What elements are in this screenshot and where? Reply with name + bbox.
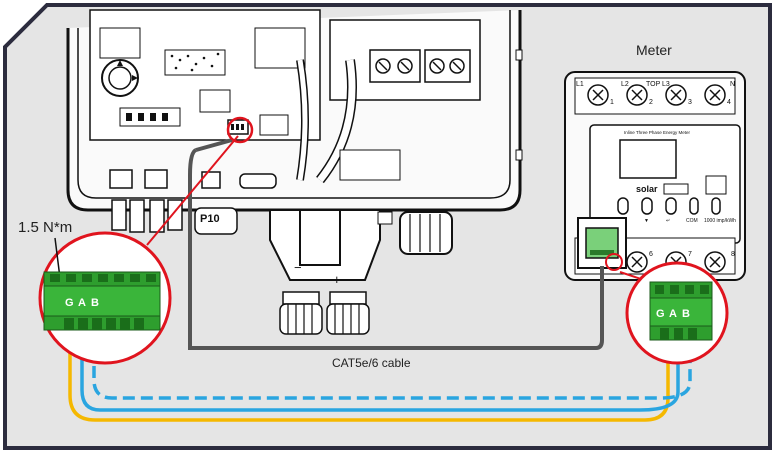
pv-plus-label: + (333, 272, 341, 287)
meter-button-enter-label: ↵ (666, 218, 670, 224)
inverter: P10 − + (66, 9, 523, 335)
meter-terminal-connector: G A B (649, 281, 713, 341)
pin-g-right: G (656, 308, 665, 320)
meter-top-label: TOP (646, 81, 661, 88)
blue-wire-solid (80, 330, 680, 412)
callout-meter-ring (605, 253, 623, 271)
meter-panel-title: Inline Three Phase Energy Meter (624, 130, 690, 135)
pin-b-right: B (682, 308, 690, 320)
meter-terminal-l3: L3 (662, 81, 670, 88)
callout-line-inverter (146, 135, 239, 246)
blue-wire-dashed (92, 330, 692, 400)
meter-label: Meter (636, 42, 672, 58)
port-label-p10: P10 (200, 213, 220, 225)
pin-a-right: A (669, 308, 677, 320)
pin-b-left: B (91, 297, 99, 309)
pin-g-left: G (65, 297, 74, 309)
meter-terminal-num-6: 6 (649, 251, 653, 258)
meter-terminal-num-1: 1 (610, 99, 614, 106)
meter-terminal-num-7: 7 (688, 251, 692, 258)
meter-terminal-l2: L2 (621, 81, 629, 88)
inverter-terminal-connector: G A B (43, 271, 161, 331)
pin-a-left: A (78, 297, 86, 309)
torque-leader (54, 237, 61, 279)
meter-terminal-num-2: 2 (649, 99, 653, 106)
cat5-cable (188, 148, 604, 350)
meter-terminal-n: N (730, 81, 735, 88)
pv-minus-label: − (294, 260, 302, 275)
meter-terminal-num-8: 8 (731, 251, 735, 258)
meter-imp-label: 1000 imp/kWh (704, 218, 736, 224)
meter-terminal-num-3: 3 (688, 99, 692, 106)
meter-button-down-label: ▼ (644, 218, 649, 224)
cable-label: CAT5e/6 cable (332, 356, 411, 370)
callout-port-ring (226, 116, 254, 144)
torque-label: 1.5 N*m (18, 219, 73, 236)
energy-meter: TOP L1 L2 L3 N 1 2 3 4 Inline Three Phas… (564, 71, 746, 281)
meter-terminal-num-4: 4 (727, 99, 731, 106)
meter-brand: solar (636, 184, 658, 194)
meter-com-label: COM (686, 218, 698, 224)
meter-terminal-l1: L1 (576, 81, 584, 88)
